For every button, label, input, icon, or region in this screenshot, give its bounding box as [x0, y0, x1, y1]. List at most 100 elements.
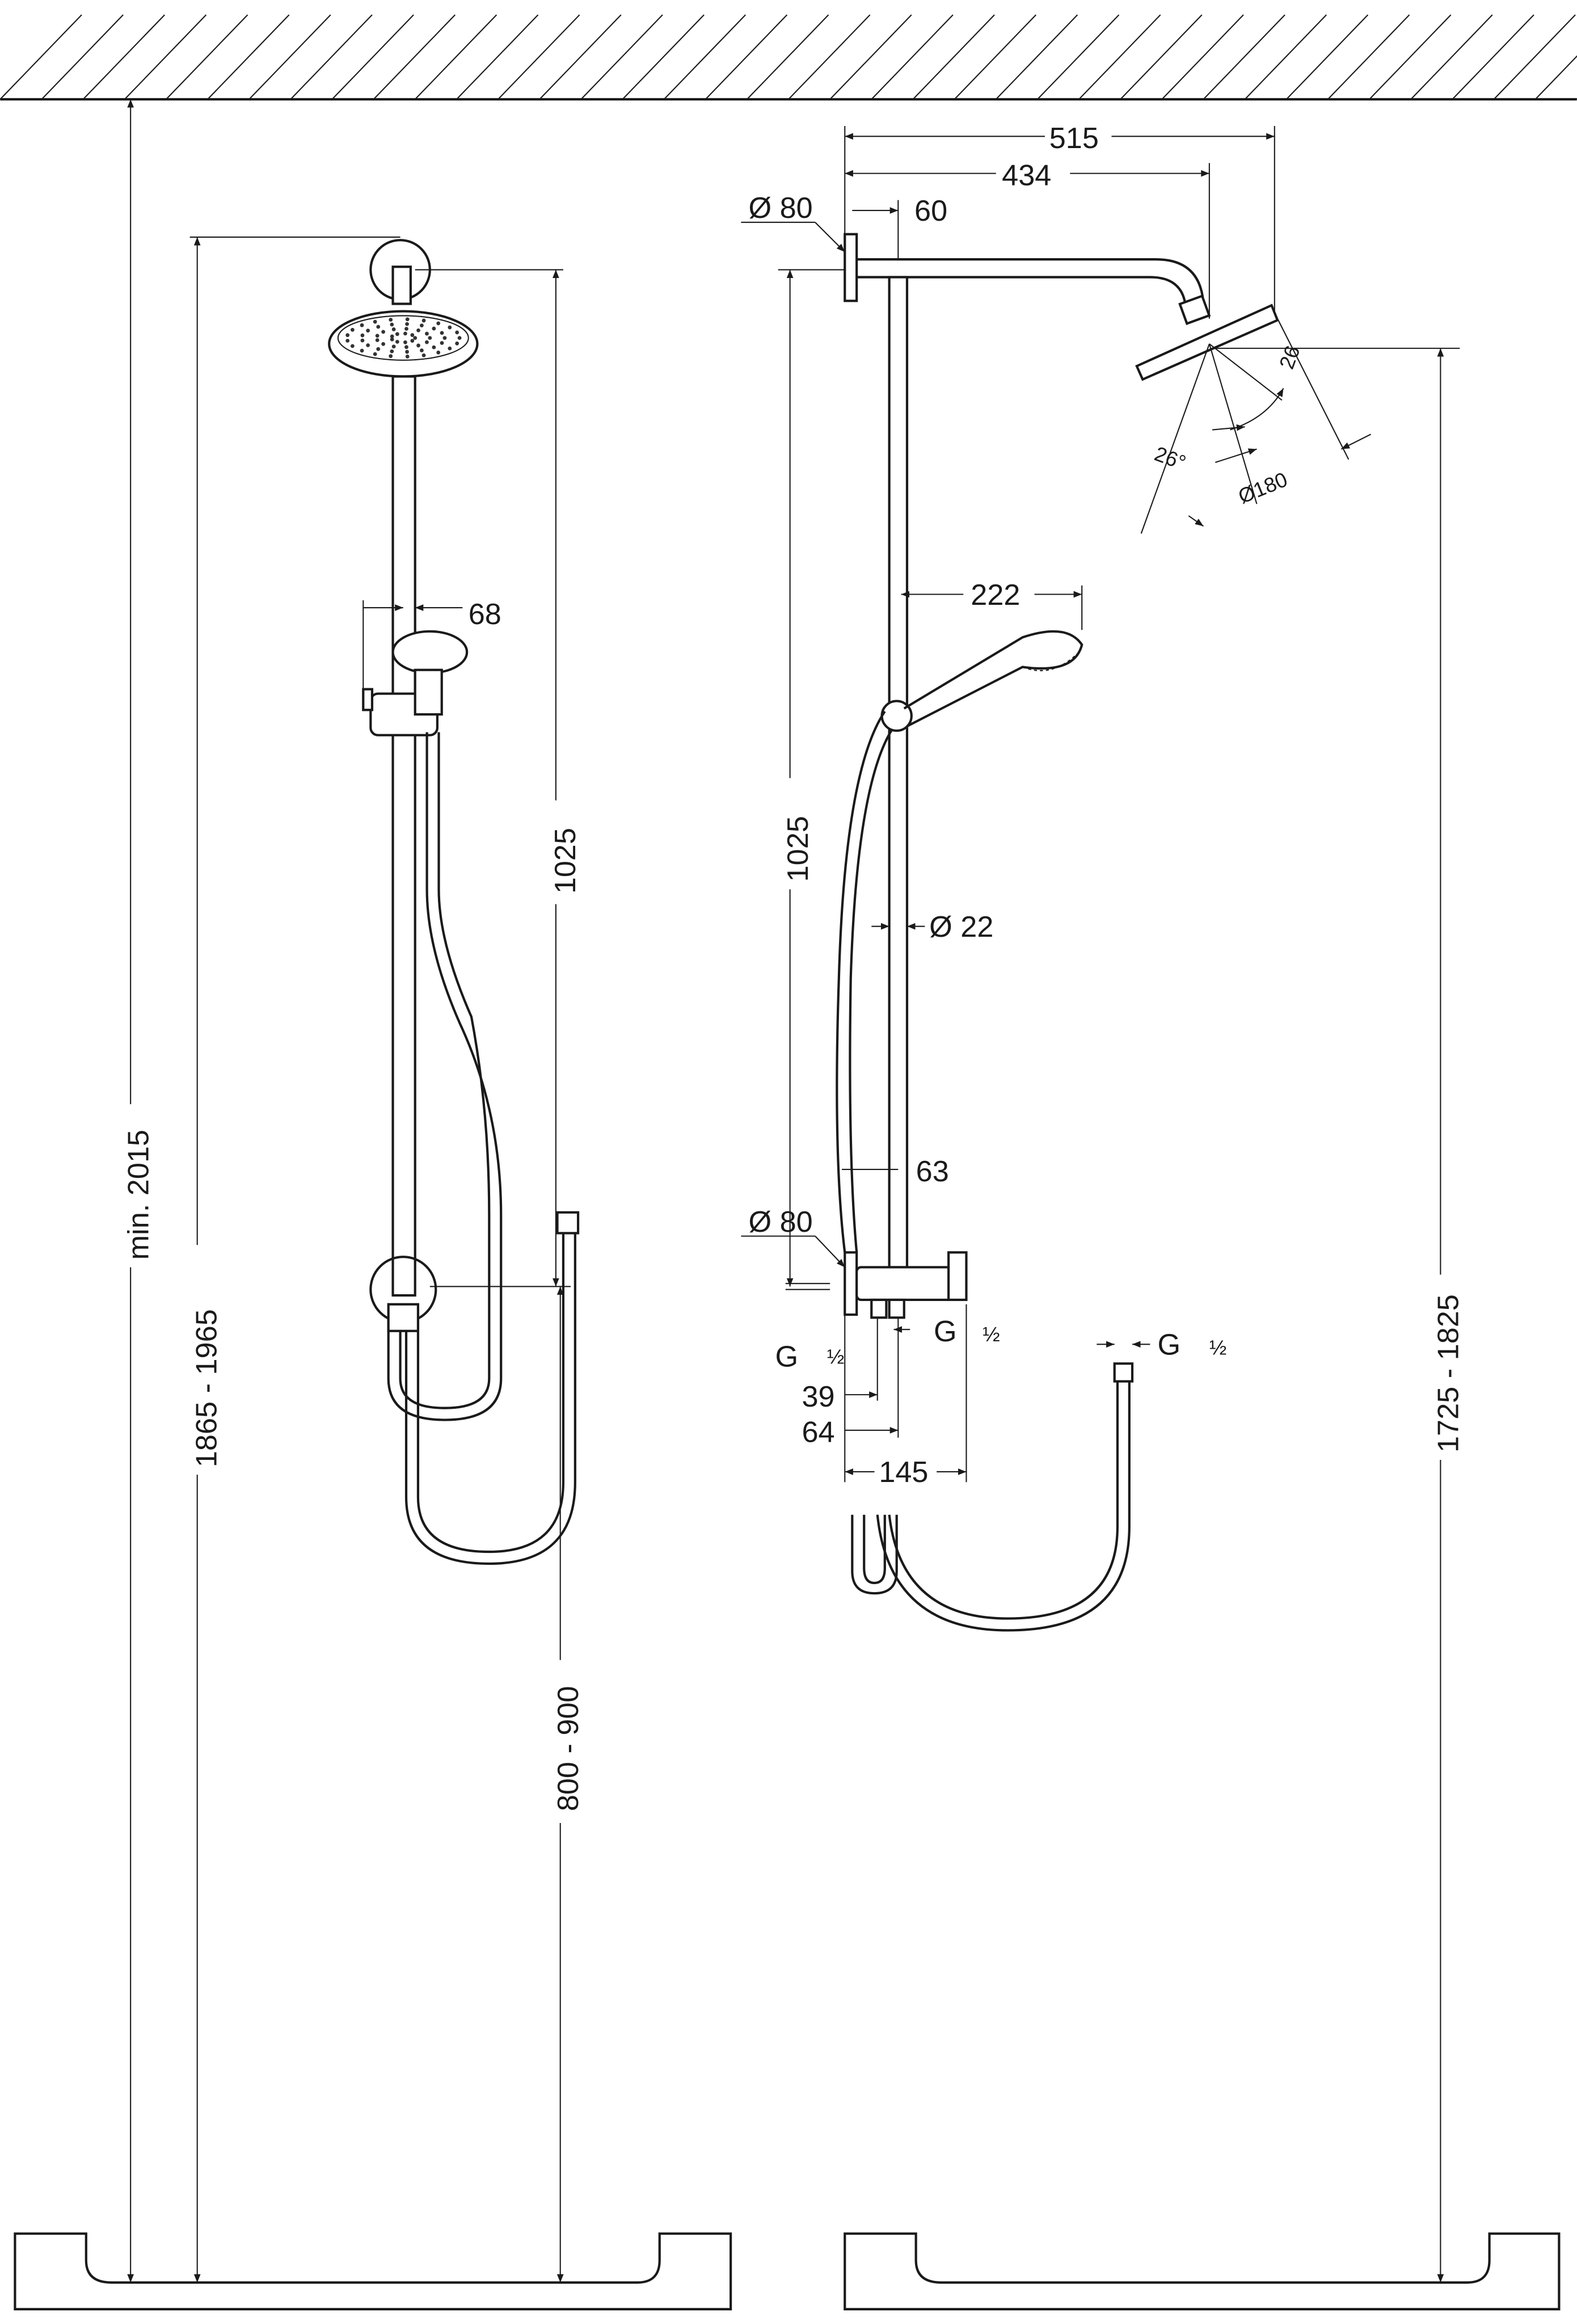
nozzle [360, 323, 364, 327]
dim-right-1025: 1025 [782, 816, 815, 882]
dim-handshower-offset: 68 [469, 598, 501, 631]
hatch-line [622, 14, 705, 100]
hatch-line [705, 14, 788, 100]
dim-left-1025: 1025 [549, 828, 582, 894]
ceiling-hatch [0, 14, 1577, 101]
hatch-line [663, 14, 746, 100]
nozzle [375, 338, 380, 342]
half-hose: ½ [1209, 1336, 1227, 1359]
hatch-line [1534, 55, 1577, 100]
nozzle [360, 338, 365, 343]
hatch-line [1369, 14, 1452, 100]
nozzle [457, 336, 462, 340]
nozzle [391, 344, 396, 349]
dim-hose-holder-height: 800 - 900 [552, 1686, 585, 1811]
hatch-line [954, 14, 1036, 100]
nozzle [390, 322, 394, 327]
nozzle [390, 334, 394, 339]
dim-angle-26-a: 26 [1275, 343, 1304, 372]
nozzle [436, 350, 441, 355]
dim-39: 39 [802, 1380, 835, 1413]
hatch-line [290, 14, 373, 100]
hatch-line [539, 14, 622, 100]
dim-arm-60: 60 [914, 195, 947, 228]
dim-rail-height: 1865 - 1965 [191, 1309, 224, 1467]
nozzle [455, 330, 459, 335]
dim-arm-515: 515 [1049, 122, 1099, 155]
nozzle [425, 331, 429, 336]
nozzle [373, 352, 377, 356]
dim-64: 64 [802, 1416, 835, 1449]
hatch-line [166, 14, 248, 100]
nozzle [360, 348, 364, 353]
dim-min-height: min. 2015 [123, 1130, 155, 1260]
nozzle [375, 334, 380, 338]
hatch-line [995, 14, 1078, 100]
nozzle [440, 341, 444, 345]
nozzle [432, 345, 436, 350]
hatch-line [373, 14, 456, 100]
dim-head-diameter: Ø180 [1235, 468, 1291, 508]
nozzle [360, 333, 365, 338]
nozzle [389, 318, 393, 322]
nozzle [403, 331, 407, 336]
nozzle [389, 354, 393, 359]
hatch-line [1452, 14, 1534, 100]
nozzle [405, 322, 409, 326]
nozzle [381, 330, 386, 334]
nozzle [420, 323, 424, 328]
hatch-line [1078, 14, 1161, 100]
shower-side-view [836, 233, 1279, 1632]
bathtub-right [844, 2232, 1561, 2310]
hatch-line [1285, 14, 1369, 100]
nozzle [373, 319, 377, 324]
nozzle [421, 353, 426, 357]
nozzle [404, 327, 408, 331]
nozzle [436, 321, 441, 326]
hatch-line [1327, 14, 1410, 100]
nozzle [376, 347, 381, 351]
nozzle [390, 337, 394, 342]
hatch-line [414, 14, 497, 100]
nozzle [405, 355, 410, 359]
dim-head-height: 1725 - 1825 [1432, 1294, 1465, 1452]
g-mid: G [934, 1315, 957, 1348]
hatch-line [248, 14, 331, 100]
dim-wall-disc-bottom: Ø 80 [748, 1206, 812, 1239]
nozzle [350, 327, 355, 332]
nozzle [432, 326, 436, 331]
nozzle [413, 336, 418, 340]
hatch-line [871, 14, 954, 100]
nozzle [410, 339, 415, 343]
nozzle [405, 350, 409, 354]
hatch-line [1037, 14, 1120, 100]
nozzle [390, 349, 394, 353]
right-dimensions: 515 434 Ø 80 60 26 26° Ø180 222 1025 Ø 2… [741, 122, 1465, 2283]
hatch-line [456, 14, 539, 100]
dim-rail-diameter: Ø 22 [929, 911, 993, 944]
nozzle [448, 325, 452, 330]
nozzle [345, 339, 350, 343]
nozzle [345, 333, 350, 338]
nozzle [403, 340, 407, 344]
nozzle [376, 325, 381, 329]
nozzle [395, 339, 399, 344]
nozzle [416, 328, 420, 332]
dim-wall-disc-top: Ø 80 [748, 192, 812, 225]
nozzle [442, 336, 447, 340]
shower-front-view [328, 239, 580, 1565]
g-left: G [775, 1340, 798, 1373]
dim-offset-63: 63 [916, 1155, 949, 1188]
hatch-line [0, 14, 82, 100]
nozzle [448, 346, 452, 351]
bathtub-left [14, 2232, 732, 2310]
hatch-line [1203, 14, 1285, 100]
half-left: ½ [827, 1345, 845, 1368]
hatch-line [580, 14, 663, 100]
nozzle [404, 345, 408, 350]
left-dimensions: min. 2015 1865 - 1965 68 1025 800 - 900 [123, 99, 585, 2283]
nozzle [440, 331, 444, 335]
nozzle [425, 340, 429, 344]
nozzle [366, 343, 370, 347]
